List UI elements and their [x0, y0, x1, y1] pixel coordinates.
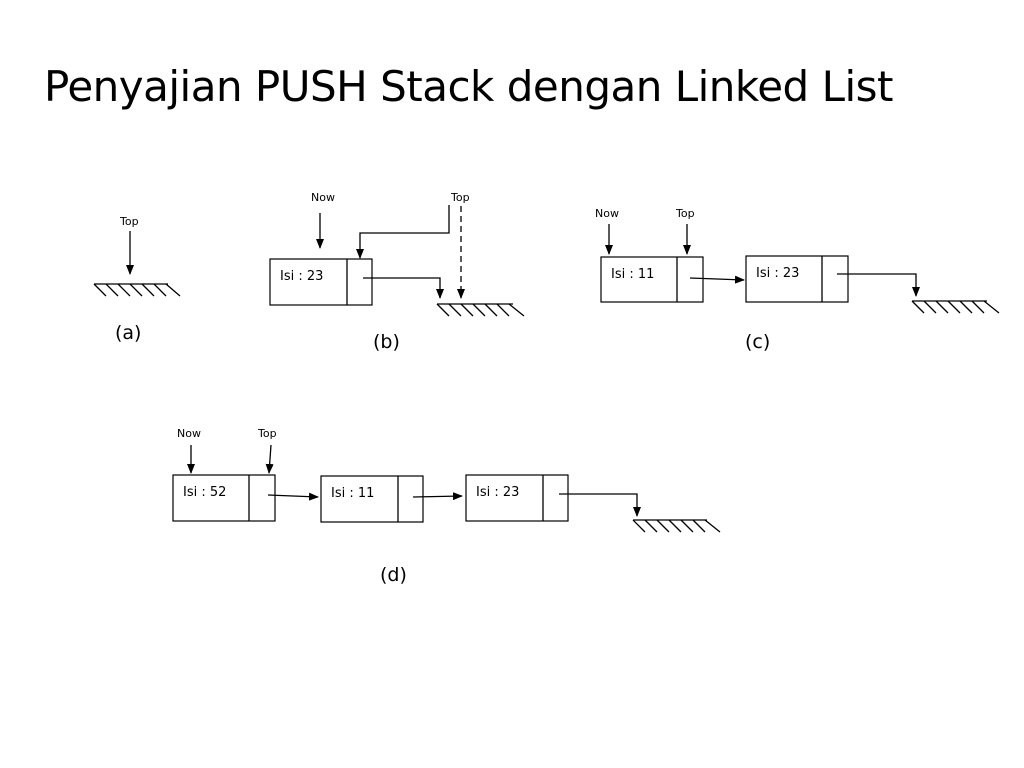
next-pointer-arrow: [412, 492, 463, 501]
panel-a: Top (a): [93, 215, 181, 344]
next-pointer-arrow: [267, 492, 319, 501]
node-box: Isi : 23: [745, 255, 849, 303]
null-ground-symbol: [911, 300, 1000, 314]
caption-b: (b): [373, 331, 400, 353]
caption-a: (a): [115, 322, 141, 344]
node-value: Isi : 11: [611, 267, 654, 282]
node-value: Isi : 23: [476, 485, 519, 500]
now-label: Now: [595, 207, 619, 220]
next-pointer-arrow: [689, 275, 745, 284]
node-box: Isi : 52: [172, 474, 276, 522]
next-pointer-arrow: [837, 273, 920, 297]
null-ground-symbol: [632, 519, 721, 533]
panel-c: Now Top Isi : 11 Isi : 23 (c): [595, 207, 1000, 353]
node-box: Isi : 23: [269, 258, 373, 306]
node-value: Isi : 23: [756, 266, 799, 281]
panel-d: Now Top Isi : 52 Isi : 11 Isi : 23 (d): [172, 427, 721, 586]
top-pointer-arrow: [265, 444, 274, 474]
node-value: Isi : 11: [331, 486, 374, 501]
panel-b: Now Top Isi : 23 (b): [269, 191, 525, 353]
node-value: Isi : 52: [183, 485, 226, 500]
top-label: Top: [450, 191, 470, 204]
top-label: Top: [675, 207, 695, 220]
node-box: Isi : 23: [465, 474, 569, 522]
top-label: Top: [257, 427, 277, 440]
node-value: Isi : 23: [280, 269, 323, 284]
node-box: Isi : 11: [600, 256, 704, 303]
caption-c: (c): [745, 331, 770, 353]
caption-d: (d): [380, 564, 407, 586]
now-label: Now: [177, 427, 201, 440]
next-pointer-arrow: [559, 493, 641, 517]
next-pointer-arrow: [363, 277, 444, 299]
top-old-pointer-arrow: [356, 205, 450, 259]
slide-title: Penyajian PUSH Stack dengan Linked List: [44, 62, 894, 111]
node-box: Isi : 11: [320, 475, 424, 523]
top-label: Top: [119, 215, 139, 228]
now-label: Now: [311, 191, 335, 204]
null-ground-symbol: [93, 283, 181, 297]
null-ground-symbol: [436, 303, 525, 317]
